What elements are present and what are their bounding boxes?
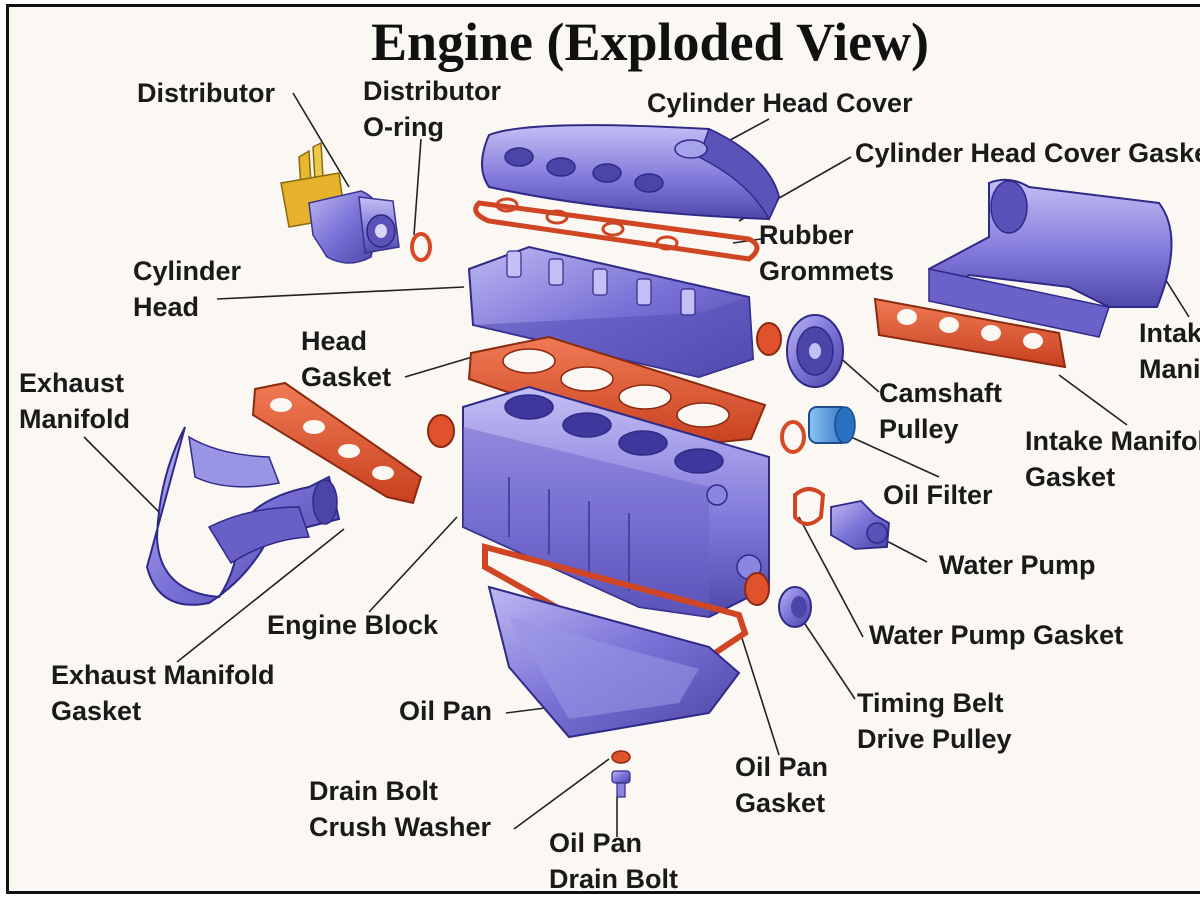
timing-belt-drive-pulley-part — [778, 586, 812, 628]
label-oil-pan: Oil Pan — [399, 693, 492, 729]
label-intake-manifold-line1: Intake — [1139, 318, 1200, 348]
label-oil-pan-drain-bolt: Oil Pan Drain Bolt — [549, 825, 679, 894]
label-distributor-oring-line2: O-ring — [363, 112, 444, 142]
label-cylinder-head-cover-text: Cylinder Head Cover — [647, 88, 913, 118]
label-oil-pan-drain-bolt-line2: Drain Bolt — [549, 864, 679, 894]
head-gasket-part — [467, 335, 767, 449]
label-drain-bolt-crush-washer: Drain Bolt Crush Washer — [309, 773, 491, 845]
label-oil-pan-drain-bolt-line1: Oil Pan — [549, 828, 643, 858]
label-drain-bolt-washer-line2: Crush Washer — [309, 812, 492, 842]
distributor-part — [280, 141, 400, 264]
label-intake-manifold-gasket: Intake Manifold Gasket — [1025, 423, 1200, 495]
label-cylinder-head-cover: Cylinder Head Cover — [647, 85, 913, 121]
cylinder-head-cover-part — [481, 124, 781, 221]
label-oil-filter-text: Oil Filter — [883, 480, 993, 510]
label-distributor: Distributor — [137, 75, 275, 111]
camshaft-pulley-part — [786, 314, 844, 388]
label-drain-bolt-washer-line1: Drain Bolt — [309, 776, 439, 806]
label-exhaust-manifold-line1: Exhaust — [19, 368, 125, 398]
intake-manifold-part — [927, 178, 1173, 338]
label-timing-belt-drive-pulley: Timing Belt Drive Pulley — [857, 685, 1012, 757]
label-camshaft-pulley: Camshaft Pulley — [879, 375, 1002, 447]
crush-washer-part — [611, 750, 631, 764]
label-engine-block: Engine Block — [267, 607, 438, 643]
label-cylinder-head-cover-gasket: Cylinder Head Cover Gasket — [855, 135, 1200, 171]
label-rubber-grommets: Rubber Grommets — [759, 217, 894, 289]
label-head-gasket-line2: Gasket — [301, 362, 392, 392]
label-rubber-grommets-line1: Rubber — [759, 220, 854, 250]
label-exhaust-manifold: Exhaust Manifold — [19, 365, 130, 437]
crank-seal-part — [744, 572, 770, 606]
label-oil-filter: Oil Filter — [883, 477, 993, 513]
exhaust-manifold-gasket-part — [251, 381, 423, 505]
label-head-gasket: Head Gasket — [301, 323, 391, 395]
label-camshaft-pulley-line2: Pulley — [879, 414, 959, 444]
label-camshaft-pulley-line1: Camshaft — [879, 378, 1003, 408]
intake-manifold-gasket-part — [873, 297, 1067, 369]
label-water-pump-text: Water Pump — [939, 550, 1096, 580]
cylinder-head-part — [467, 245, 782, 379]
label-water-pump-gasket: Water Pump Gasket — [869, 617, 1123, 653]
diagram-frame: Engine (Exploded View) Distributor Distr… — [6, 4, 1200, 894]
water-pump-part — [830, 500, 890, 550]
oil-filter-oring-part — [780, 420, 806, 454]
label-timing-belt-line2: Drive Pulley — [857, 724, 1012, 754]
label-cylinder-head-line2: Head — [133, 292, 200, 322]
water-pump-gasket-part — [793, 487, 826, 526]
label-distributor-text: Distributor — [137, 78, 275, 108]
label-oil-pan-text: Oil Pan — [399, 696, 493, 726]
label-water-pump: Water Pump — [939, 547, 1096, 583]
label-intake-manifold: Intake Manifold — [1139, 315, 1200, 387]
label-intake-manifold-gasket-line2: Gasket — [1025, 462, 1116, 492]
oil-pan-drain-bolt-part — [611, 770, 631, 798]
leader-lines — [83, 92, 1190, 837]
label-exhaust-manifold-line2: Manifold — [19, 404, 130, 434]
label-head-gasket-line1: Head — [301, 326, 368, 356]
seal-ring-part — [427, 414, 455, 448]
label-exhaust-manifold-gasket: Exhaust Manifold Gasket — [51, 657, 275, 729]
label-cylinder-head-line1: Cylinder — [133, 256, 242, 286]
cylinder-head-cover-gasket-part — [473, 200, 760, 262]
label-cylinder-head: Cylinder Head — [133, 253, 241, 325]
label-oil-pan-gasket: Oil Pan Gasket — [735, 749, 828, 821]
label-oil-pan-gasket-line2: Gasket — [735, 788, 826, 818]
label-intake-manifold-gasket-line1: Intake Manifold — [1025, 426, 1200, 456]
rubber-grommets-part — [495, 197, 679, 251]
distributor-oring-part — [410, 232, 432, 262]
label-intake-manifold-line2: Manifold — [1139, 354, 1200, 384]
exploded-engine-artwork — [83, 92, 1190, 837]
label-timing-belt-line1: Timing Belt — [857, 688, 1004, 718]
label-distributor-oring-line1: Distributor — [363, 76, 501, 106]
label-cylinder-head-cover-gasket-text: Cylinder Head Cover Gasket — [855, 138, 1200, 168]
label-water-pump-gasket-text: Water Pump Gasket — [869, 620, 1124, 650]
label-exhaust-manifold-gasket-line2: Gasket — [51, 696, 142, 726]
diagram-title: Engine (Exploded View) — [370, 12, 930, 72]
oil-filter-part — [808, 406, 856, 444]
label-exhaust-manifold-gasket-line1: Exhaust Manifold — [51, 660, 275, 690]
oil-pan-part — [487, 585, 741, 739]
exhaust-manifold-part — [145, 426, 341, 606]
label-engine-block-text: Engine Block — [267, 610, 439, 640]
label-oil-pan-gasket-line1: Oil Pan — [735, 752, 829, 782]
label-distributor-oring: Distributor O-ring — [363, 73, 501, 145]
label-rubber-grommets-line2: Grommets — [759, 256, 895, 286]
